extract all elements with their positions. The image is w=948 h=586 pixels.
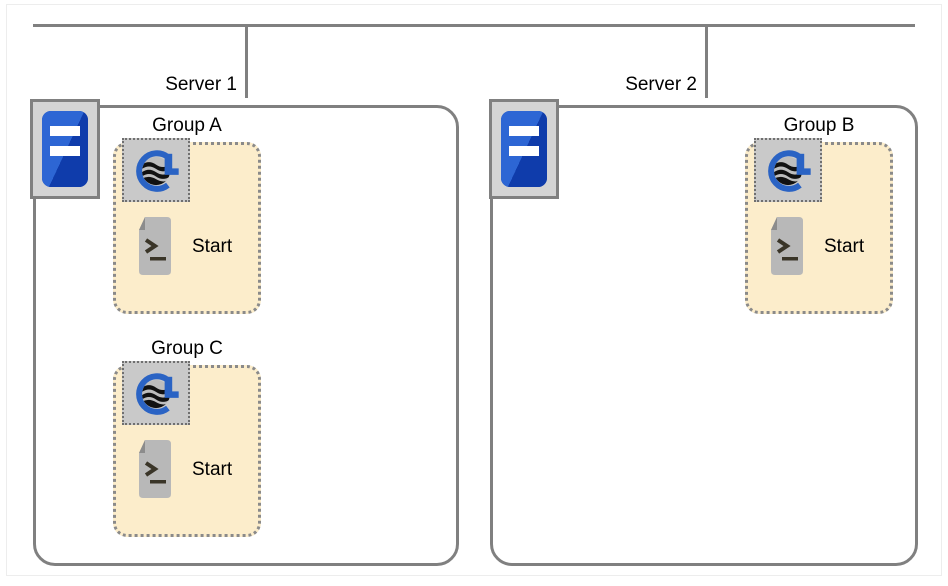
script-item-label: Start (824, 235, 865, 257)
group-a-label: Group A (152, 115, 222, 136)
group-c-label: Group C (151, 338, 223, 359)
glassfish-logo-tile[interactable] (122, 138, 190, 202)
server-glyph (42, 111, 88, 187)
server-1-label: Server 1 (165, 74, 237, 95)
script-item-label: Start (192, 235, 233, 257)
page-frame (6, 4, 942, 576)
glassfish-logo-tile[interactable] (754, 138, 822, 202)
server-glyph (501, 111, 547, 187)
script-item-start[interactable]: Start (133, 216, 232, 276)
script-item-start[interactable]: Start (765, 216, 864, 276)
server-glyph-bar (50, 146, 80, 156)
server-2-label: Server 2 (625, 74, 697, 95)
script-file-icon (139, 217, 171, 275)
glassfish-logo-icon (136, 150, 179, 192)
server-2-container[interactable] (490, 105, 918, 566)
script-file-icon (771, 217, 803, 275)
bracket-vertical-line-server-1 (245, 24, 248, 98)
server-glyph-bar (50, 126, 80, 136)
server-icon (30, 99, 100, 199)
bracket-vertical-line-server-2 (705, 24, 708, 98)
server-glyph-bar (509, 126, 539, 136)
glassfish-logo-icon (136, 373, 179, 415)
script-item-label: Start (192, 458, 233, 480)
bracket-horizontal-line (33, 24, 915, 27)
script-file-icon (139, 440, 171, 498)
server-1-container[interactable] (33, 105, 459, 566)
server-icon (489, 99, 559, 199)
glassfish-logo-tile[interactable] (122, 361, 190, 425)
server-glyph-bar (509, 146, 539, 156)
group-b-label: Group B (783, 115, 855, 136)
glassfish-logo-icon (768, 150, 811, 192)
script-item-start[interactable]: Start (133, 439, 232, 499)
